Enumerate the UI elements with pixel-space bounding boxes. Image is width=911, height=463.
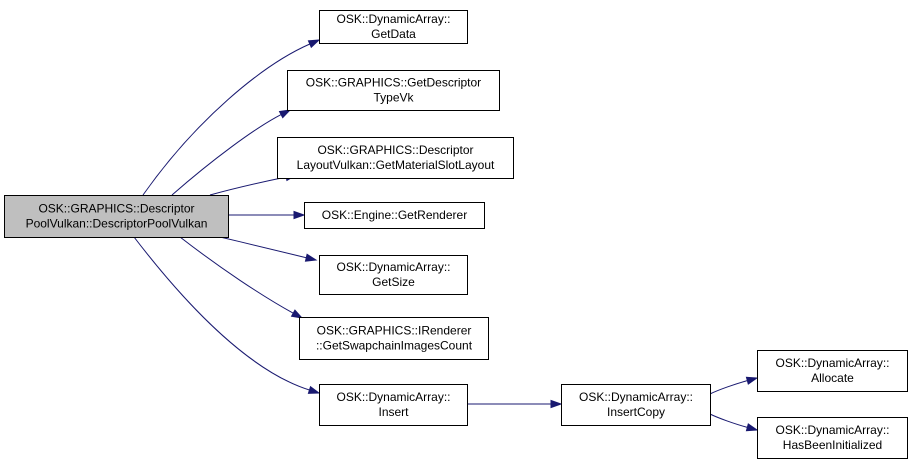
graph-edges — [133, 39, 759, 432]
arrowhead-icon — [293, 210, 306, 220]
arrowhead-icon — [307, 385, 321, 394]
edge-insertcopy-to-allocate — [709, 376, 759, 395]
node-box — [319, 10, 468, 44]
arrowhead-icon — [304, 253, 318, 262]
node-getsize[interactable]: OSK::DynamicArray::GetSize — [319, 255, 468, 295]
node-label-line: OSK::DynamicArray:: — [775, 356, 889, 370]
edge-line — [209, 176, 287, 196]
node-allocate[interactable]: OSK::DynamicArray::Allocate — [757, 350, 908, 392]
node-getmaterialslotlayout[interactable]: OSK::GRAPHICS::DescriptorLayoutVulkan::G… — [277, 137, 514, 179]
node-box — [287, 70, 500, 111]
node-box — [4, 195, 229, 238]
edge-root-to-getdescriptortypevk — [171, 109, 292, 196]
node-label-line: InsertCopy — [607, 405, 665, 419]
arrowhead-icon — [745, 423, 759, 432]
node-insertcopy[interactable]: OSK::DynamicArray::InsertCopy — [561, 384, 711, 426]
edge-root-to-getdata — [142, 39, 321, 196]
node-box — [299, 317, 489, 360]
node-label-line: GetSize — [372, 275, 415, 289]
node-label-line: HasBeenInitialized — [783, 438, 882, 452]
edge-root-to-insert — [133, 236, 321, 394]
node-label-line: OSK::DynamicArray:: — [336, 390, 450, 404]
node-label-line: PoolVulkan::DescriptorPoolVulkan — [26, 217, 208, 231]
node-label-line: OSK::GRAPHICS::GetDescriptor — [306, 76, 481, 90]
node-box — [304, 202, 485, 229]
node-label-line: Insert — [378, 405, 409, 419]
edge-root-to-getsize — [219, 236, 318, 262]
node-label-line: TypeVk — [373, 91, 414, 105]
arrowhead-icon — [745, 376, 759, 385]
node-box — [277, 137, 514, 179]
arrowhead-icon — [290, 309, 304, 319]
node-box — [757, 350, 908, 392]
node-label-line: ::GetSwapchainImagesCount — [316, 339, 473, 353]
node-label-line: OSK::GRAPHICS::Descriptor — [38, 202, 194, 216]
node-label-line: OSK::GRAPHICS::IRenderer — [317, 324, 472, 338]
edge-line — [133, 236, 310, 391]
node-insert[interactable]: OSK::DynamicArray::Insert — [319, 384, 468, 426]
node-label-line: GetData — [371, 27, 416, 41]
arrowhead-icon — [550, 399, 563, 409]
node-box — [757, 417, 908, 459]
node-label-line: OSK::DynamicArray:: — [336, 12, 450, 26]
node-label-line: OSK::DynamicArray:: — [336, 260, 450, 274]
edge-line — [179, 236, 294, 314]
edge-line — [142, 43, 311, 196]
node-getrenderer[interactable]: OSK::Engine::GetRenderer — [304, 202, 485, 229]
node-label-line: LayoutVulkan::GetMaterialSlotLayout — [297, 158, 495, 172]
node-box — [319, 384, 468, 426]
node-label-line: Allocate — [811, 371, 854, 385]
edge-line — [709, 413, 748, 428]
node-label-line: OSK::DynamicArray:: — [579, 390, 693, 404]
graph-nodes: OSK::GRAPHICS::DescriptorPoolVulkan::Des… — [4, 10, 908, 459]
edge-root-to-getrenderer — [228, 210, 306, 220]
node-label-line: OSK::GRAPHICS::Descriptor — [317, 143, 473, 157]
edge-root-to-getswapchainimagescount — [179, 236, 304, 319]
edge-line — [709, 380, 748, 395]
node-hasbeeninitialized[interactable]: OSK::DynamicArray::HasBeenInitialized — [757, 417, 908, 459]
node-box — [319, 255, 468, 295]
node-getswapchainimagescount[interactable]: OSK::GRAPHICS::IRenderer::GetSwapchainIm… — [299, 317, 489, 360]
edge-line — [219, 236, 307, 259]
node-label-line: OSK::Engine::GetRenderer — [322, 208, 467, 222]
arrowhead-icon — [307, 39, 321, 49]
arrowhead-icon — [278, 109, 292, 119]
node-root[interactable]: OSK::GRAPHICS::DescriptorPoolVulkan::Des… — [4, 195, 229, 238]
node-getdata[interactable]: OSK::DynamicArray::GetData — [319, 10, 468, 44]
node-label-line: OSK::DynamicArray:: — [775, 423, 889, 437]
node-box — [561, 384, 711, 426]
edge-insert-to-insertcopy — [466, 399, 563, 409]
edge-line — [171, 114, 282, 196]
edge-insertcopy-to-hasbeeninitialized — [709, 413, 759, 432]
